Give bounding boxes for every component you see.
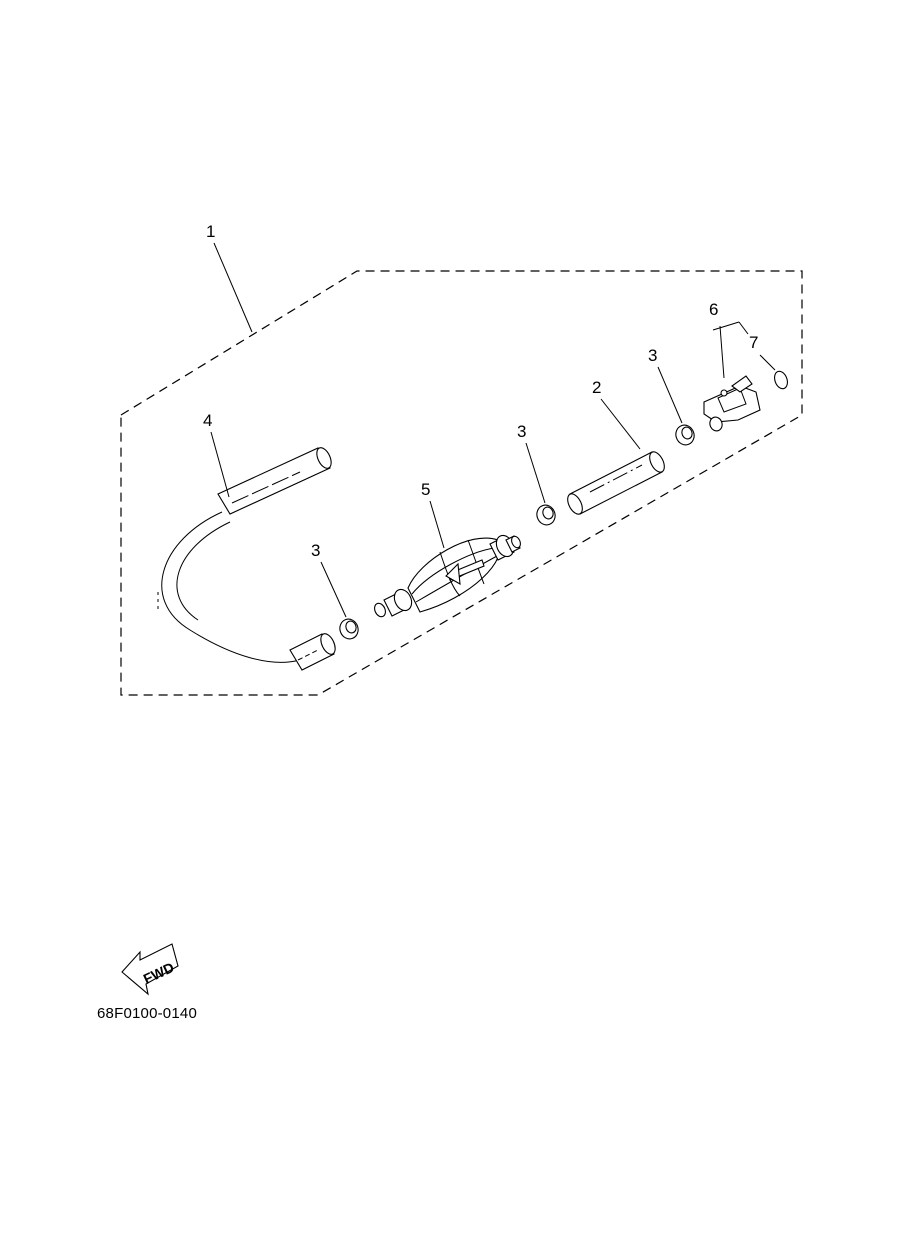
leader-2	[600, 398, 641, 450]
callout-3-right: 3	[648, 346, 657, 365]
fuel-hose-4	[157, 447, 336, 671]
leader-3-left	[320, 561, 347, 618]
leader-6c	[719, 325, 725, 379]
assembly-boundary	[120, 270, 803, 696]
fwd-arrow-icon: FWD	[121, 943, 179, 996]
leader-3-middle	[525, 442, 546, 504]
callout-4: 4	[203, 411, 212, 430]
leader-6a	[712, 321, 740, 331]
fuel-hose-2	[567, 451, 665, 515]
leader-6b	[738, 321, 749, 335]
hose-clip-3-middle	[536, 504, 556, 526]
callout-7: 7	[749, 333, 758, 352]
o-ring-7	[774, 370, 788, 390]
callout-2: 2	[592, 378, 601, 397]
fuel-joint-6	[703, 375, 761, 432]
callout-3-left: 3	[311, 541, 320, 560]
callout-6: 6	[709, 300, 718, 319]
callout-3-middle: 3	[517, 422, 526, 441]
callout-5: 5	[421, 480, 430, 499]
leader-7	[759, 354, 776, 371]
callout-1: 1	[206, 222, 215, 241]
leader-3-right	[657, 366, 683, 424]
reference-code: 68F0100-0140	[97, 1005, 197, 1022]
leader-4	[210, 431, 230, 498]
leader-1	[213, 242, 253, 333]
primer-bulb-5	[374, 534, 521, 618]
hose-clip-3-left	[339, 618, 359, 640]
hose-clip-3-right	[675, 424, 695, 446]
leader-5	[429, 500, 445, 549]
